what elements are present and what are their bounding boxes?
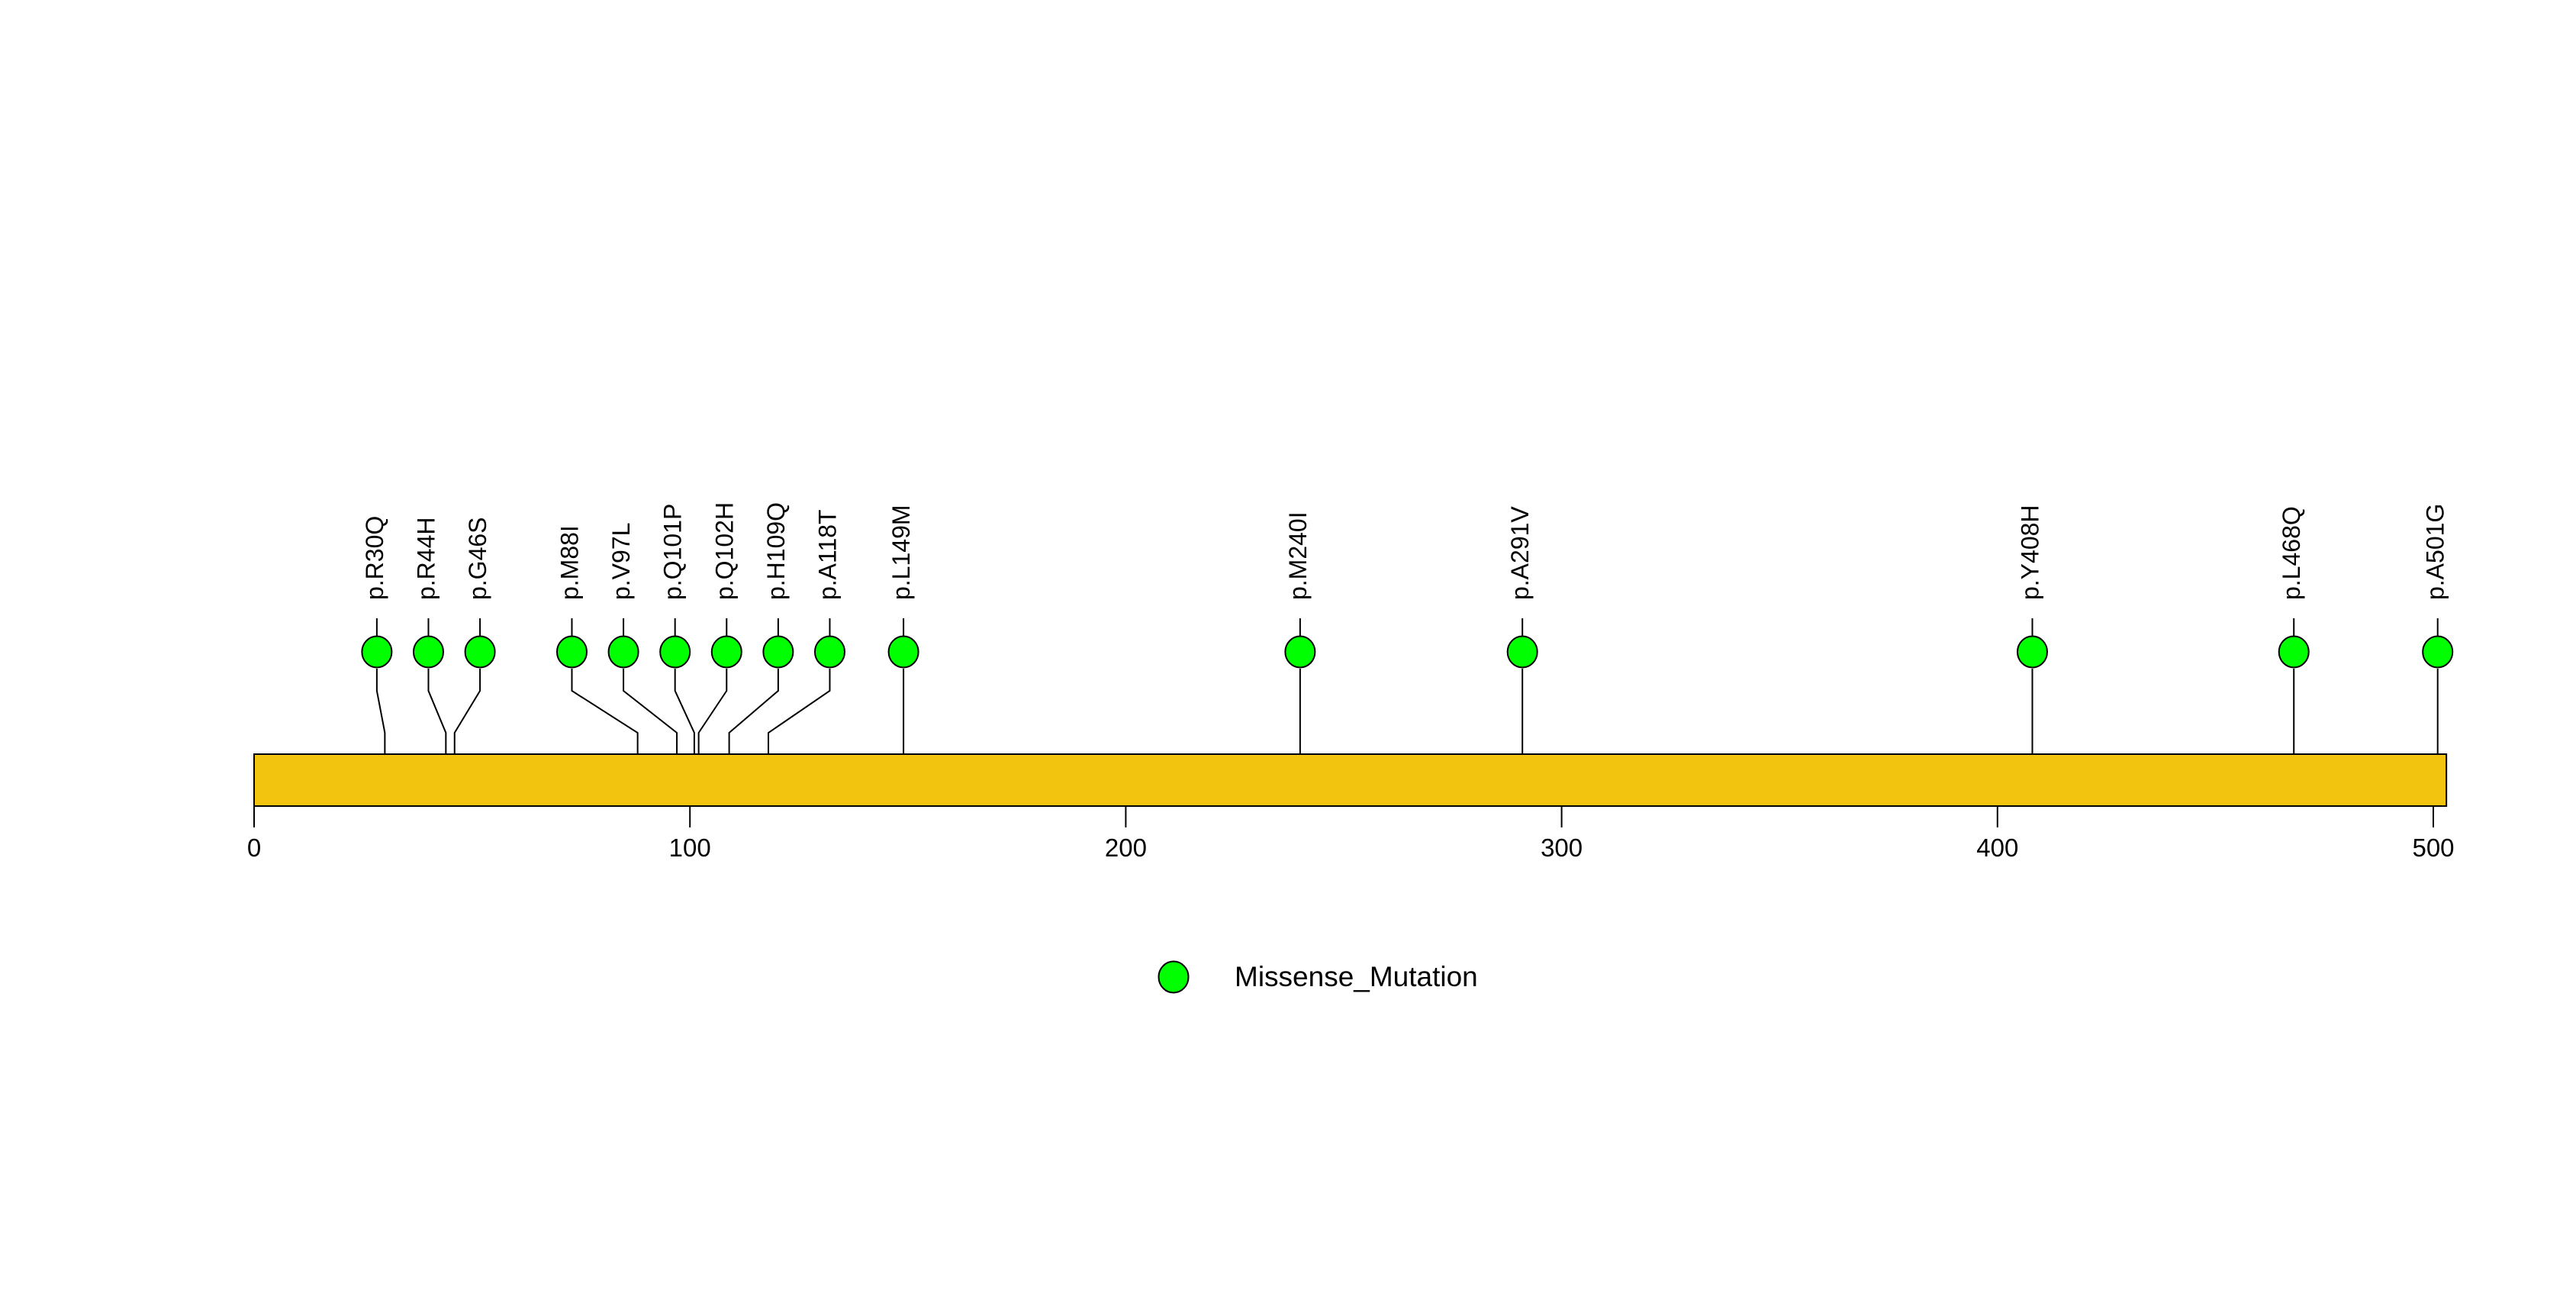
mutation-circle [887, 635, 919, 669]
mutation-circle [762, 635, 794, 669]
legend: Missense_Mutation [1158, 960, 1478, 994]
mutation-circle [813, 635, 845, 669]
axis-tick-label: 100 [669, 834, 711, 862]
mutation-circle [555, 635, 588, 669]
legend-missense-marker-icon [1158, 960, 1190, 994]
mutation-circle [2016, 635, 2048, 669]
axis-tick-label: 500 [2412, 834, 2454, 862]
mutation-label: p.G46S [464, 517, 491, 600]
mutation-circle [1506, 635, 1538, 669]
mutation-label: p.A291V [1506, 506, 1534, 600]
axis-tick-label: 200 [1105, 834, 1147, 862]
mutation-label: p.R44H [412, 518, 440, 601]
mutation-circle [607, 635, 639, 669]
axis-tick-label: 400 [1976, 834, 2018, 862]
mutation-circle [2422, 635, 2454, 669]
mutation-label: p.L468Q [2278, 506, 2305, 600]
mutation-label: p.L149M [887, 505, 915, 600]
mutation-circle [464, 635, 496, 669]
axis-layer: 0 100 200 300 400 500 [247, 806, 2455, 862]
mutation-label: p.R30Q [361, 516, 388, 600]
bar-layer [253, 753, 2448, 807]
legend-label: Missense_Mutation [1235, 961, 1478, 992]
mutation-label: p.V97L [607, 523, 635, 600]
mutation-label: p.Y408H [2016, 505, 2043, 600]
mutation-label: p.Q102H [710, 502, 738, 600]
marker-layer [361, 635, 2454, 669]
mutation-label: p.M88I [555, 525, 583, 600]
protein-bar [253, 753, 2448, 807]
axis-tick-label: 300 [1541, 834, 1583, 862]
mutation-label: p.H109Q [762, 502, 790, 600]
mutation-circle [1284, 635, 1316, 669]
axis-tick-label: 0 [247, 834, 261, 862]
mutation-label: p.M240I [1284, 511, 1312, 600]
mutation-label: p.Q101P [659, 504, 687, 600]
mutation-circle [659, 635, 691, 669]
mutation-circle [361, 635, 393, 669]
label-layer: p.R30Q p.R44H p.G46S p.M88I p.V97L p.Q101P p.Q… [361, 502, 2449, 600]
mutation-circle [710, 635, 742, 669]
mutation-label: p.A501G [2422, 504, 2449, 600]
mutation-circle [2278, 635, 2310, 669]
mutation-label: p.A118T [813, 509, 841, 600]
mutation-circle [412, 635, 444, 669]
